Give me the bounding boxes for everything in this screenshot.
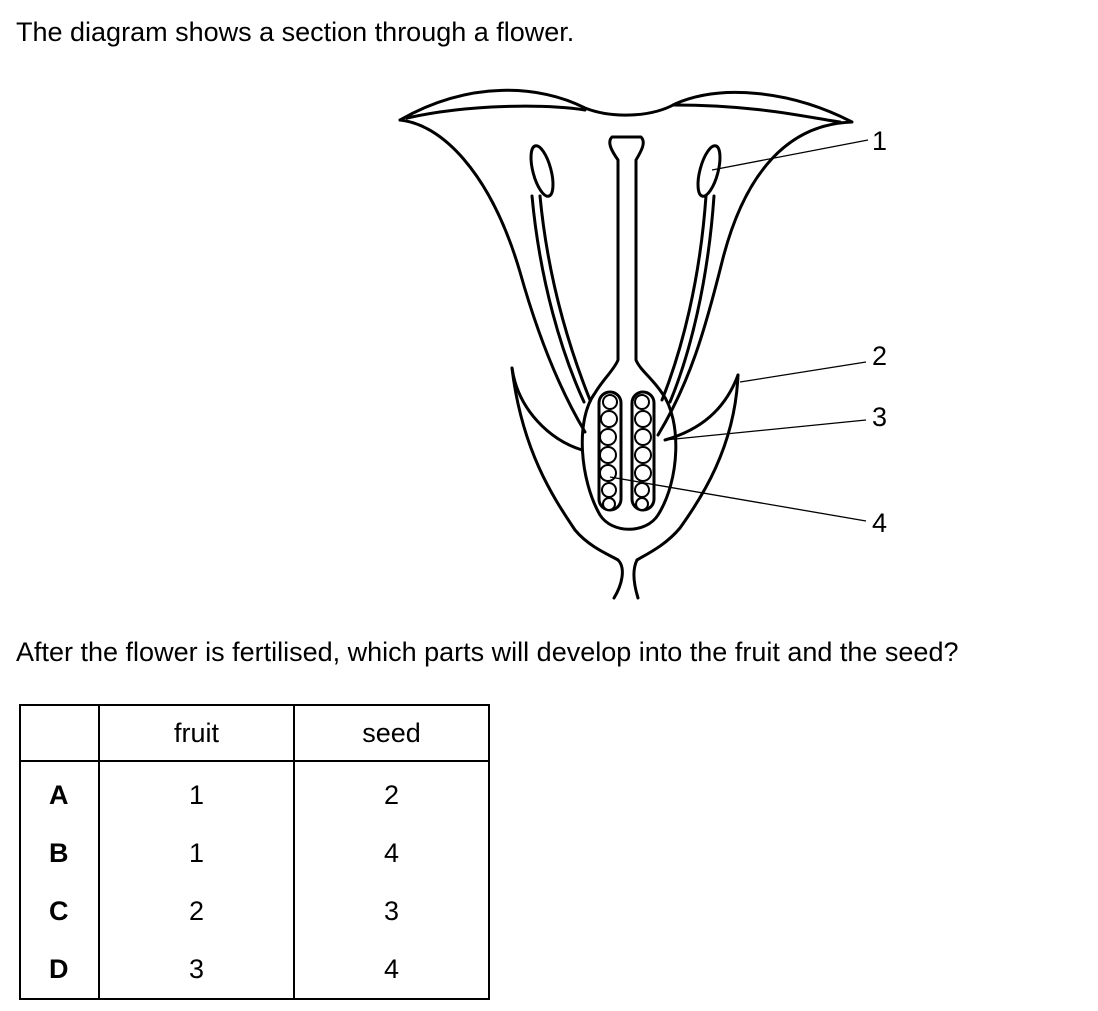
leader-line-2	[739, 361, 867, 383]
label-4: 4	[872, 508, 887, 538]
ovule	[634, 446, 652, 464]
ovule	[599, 446, 617, 464]
fruit-cell: 2	[98, 882, 295, 940]
header-option	[19, 704, 100, 762]
fruit-cell: 1	[98, 761, 295, 824]
table-row[interactable]: B 1 4	[19, 824, 490, 882]
stalk-left	[612, 558, 624, 600]
table-header-row: fruit seed	[19, 704, 490, 762]
option-letter: C	[19, 882, 100, 940]
petal-outer-left	[398, 118, 587, 434]
ovule	[600, 410, 618, 428]
anther-left	[529, 144, 555, 198]
seed-cell: 4	[293, 824, 490, 882]
ovule	[634, 410, 652, 428]
option-letter: D	[19, 940, 100, 1000]
ovule	[634, 428, 652, 446]
answer-table: fruit seed A 1 2 B 1 4 C 2 3 D 3 4	[19, 704, 490, 1000]
filament-left-2	[530, 194, 586, 404]
ovule	[634, 482, 650, 498]
petal-outer	[398, 88, 854, 437]
seed-cell: 2	[293, 761, 490, 824]
ovary	[580, 135, 678, 531]
fruit-cell: 3	[98, 940, 295, 1000]
option-letter: A	[19, 761, 100, 824]
leader-line-1	[711, 139, 869, 171]
table-row[interactable]: A 1 2	[19, 761, 490, 824]
anther-right	[696, 144, 722, 198]
header-seed: seed	[293, 704, 490, 762]
question-text: After the flower is fertilised, which pa…	[16, 637, 959, 667]
ovule	[602, 497, 616, 511]
intro-text: The diagram shows a section through a fl…	[16, 17, 575, 47]
ovule	[634, 394, 650, 410]
header-fruit: fruit	[98, 704, 295, 762]
label-1: 1	[872, 126, 887, 156]
ovule	[635, 497, 649, 511]
table-row[interactable]: C 2 3	[19, 882, 490, 940]
filament-right	[660, 194, 708, 402]
filament-right-2	[668, 194, 716, 404]
stalk-right	[632, 558, 640, 600]
option-letter: B	[19, 824, 100, 882]
ovule	[601, 482, 617, 498]
ovule	[599, 428, 617, 446]
seed-cell: 4	[293, 940, 490, 1000]
seed-cell: 3	[293, 882, 490, 940]
sepal-right-outer	[635, 373, 740, 562]
label-2: 2	[872, 341, 887, 371]
leader-line-3	[664, 419, 867, 441]
ovule	[599, 464, 617, 482]
petal-inner-left	[405, 104, 587, 120]
fruit-cell: 1	[98, 824, 295, 882]
flower-section-diagram: 1 2 3 4	[398, 88, 887, 600]
filament-left	[538, 194, 592, 402]
table-row[interactable]: D 3 4	[19, 940, 490, 1000]
leader-line-4	[609, 476, 867, 522]
ovule	[602, 394, 618, 410]
ovule	[634, 464, 652, 482]
petal-inner-right	[671, 103, 842, 124]
sepal-left-outer	[510, 366, 620, 562]
label-3: 3	[872, 402, 887, 432]
